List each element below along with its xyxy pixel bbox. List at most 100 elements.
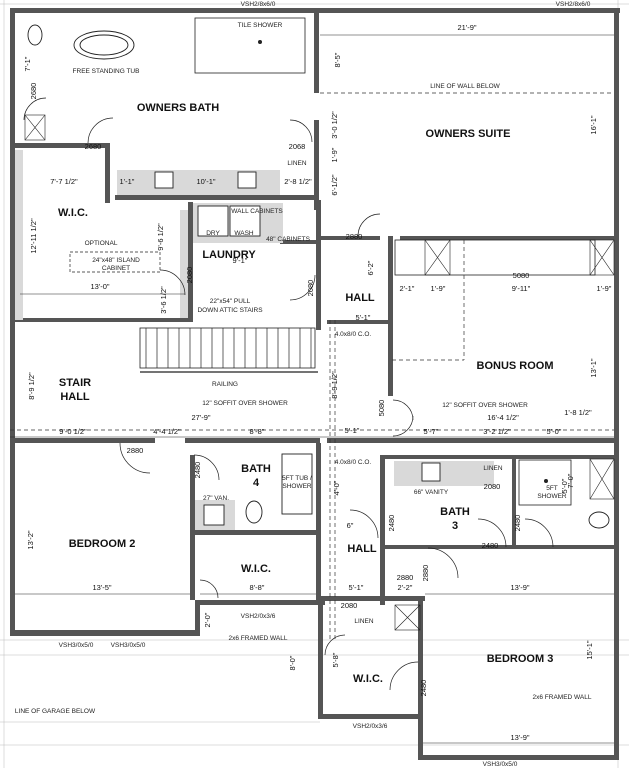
note-linen-top: LINEN — [287, 160, 306, 167]
exterior-walls — [10, 8, 620, 760]
dim-7-7: 7'-7 1/2" — [50, 177, 78, 186]
note-island-line1: 24"x48" ISLAND — [92, 257, 140, 264]
dashed-lines — [10, 92, 614, 640]
dim-2-8: 2'-8 1/2" — [284, 177, 312, 186]
dim-4-0: 4'-0" — [332, 480, 341, 495]
room-bonus-room: BONUS ROOM — [477, 360, 554, 372]
dim-2880-b: 2880 — [127, 446, 144, 455]
dim-3-6: 3'-6 1/2" — [159, 286, 168, 314]
x-boxes — [24, 114, 615, 631]
dim-13-5: 13'-5" — [92, 583, 111, 592]
note-co-top: 4.0x8/0 C.O. — [335, 331, 372, 338]
note-soffit-right: 12" SOFFIT OVER SHOWER — [442, 402, 528, 409]
dim-4-4: 4'-4 1/2" — [153, 427, 181, 436]
interior-walls — [10, 13, 615, 605]
room-wic-mid: W.I.C. — [241, 563, 271, 575]
dim-8-8-a: 8'-8" — [250, 427, 265, 436]
room-owners-bath: OWNERS BATH — [137, 102, 219, 114]
dim-6: 6" — [347, 521, 354, 530]
dim-3-2: 3'-2 1/2" — [483, 427, 511, 436]
note-wash: WASH — [234, 230, 254, 237]
note-pull-down-line1: 22"x54" PULL — [210, 298, 251, 305]
note-pull-down-line2: DOWN ATTIC STAIRS — [197, 307, 263, 314]
room-hall-top: HALL — [345, 292, 375, 304]
room-stair-hall-line2: HALL — [60, 391, 90, 403]
dim-2068: 2068 — [289, 142, 306, 151]
note-linen-hall: LINEN — [354, 618, 373, 625]
room-hall-mid: HALL — [347, 543, 377, 555]
dim-2-0: 2'-0" — [203, 612, 212, 627]
note-5ft-shower-line1: 5FT — [546, 485, 558, 492]
dim-5-7: 5'-7" — [424, 427, 439, 436]
note-tub-shower-line1: 5FT TUB / — [282, 475, 312, 482]
dim-13-1: 13'-1" — [589, 358, 598, 377]
note-optional: OPTIONAL — [85, 240, 118, 247]
room-wic-top: W.I.C. — [58, 207, 88, 219]
room-wic-bottom: W.I.C. — [353, 673, 383, 685]
dim-2480-d: 2480 — [482, 541, 499, 550]
room-labels: OWNERS BATH OWNERS SUITE W.I.C. LAUNDRY … — [58, 102, 553, 685]
dim-27-9: 27'-9" — [191, 413, 210, 422]
dim-2080-a: 2080 — [185, 267, 194, 284]
dimensions: 2680 2680 2068 7'-1" 8'-5" 7'-7 1/2" 10'… — [23, 23, 612, 742]
note-27-van: 27" VAN. — [203, 495, 229, 502]
dim-2680-b: 2680 — [85, 142, 102, 151]
dim-2-2: 2'-2" — [398, 583, 413, 592]
dim-12-11: 12'-11 1/2" — [29, 218, 38, 254]
dim-5-1-c: 5'-1" — [349, 583, 364, 592]
dim-8-8-b: 8'-8" — [250, 583, 265, 592]
dim-2480-b: 2480 — [387, 515, 396, 532]
note-soffit-left: 12" SOFFIT OVER SHOWER — [202, 400, 288, 407]
note-linen-bath3: LINEN — [483, 465, 502, 472]
dim-8-9-a: 8'-9 1/2" — [27, 372, 36, 400]
dimension-lines — [10, 34, 614, 744]
note-framed-wall-left: 2x6 FRAMED WALL — [229, 635, 288, 642]
room-laundry: LAUNDRY — [202, 249, 256, 261]
note-dry: DRY — [206, 230, 220, 237]
dim-16-4: 16'-4 1/2" — [487, 413, 519, 422]
note-line-of-garage: LINE OF GARAGE BELOW — [15, 708, 96, 715]
room-bath3-line2: 3 — [452, 520, 458, 532]
note-5ft-shower-line2: SHOWER — [537, 493, 567, 500]
dim-2880-d: 2880 — [421, 565, 430, 582]
note-island-line2: CABINET — [102, 265, 130, 272]
note-vsh-top-center: VSH2/8x6/0 — [241, 1, 276, 8]
dim-13-0: 13'-0" — [90, 282, 109, 291]
note-tub-shower-line2: SHOWER — [282, 483, 312, 490]
dim-9-1: 9'-1" — [233, 256, 248, 265]
note-wall-cabinets: WALL CABINETS — [231, 208, 283, 215]
room-bedroom-3: BEDROOM 3 — [487, 653, 554, 665]
dim-21-9: 21'-9" — [457, 23, 476, 32]
note-vsh-wic-bottom: VSH2/0x3/6 — [353, 723, 388, 730]
dim-8-0: 8'-0" — [288, 655, 297, 670]
note-free-standing-tub: FREE STANDING TUB — [73, 68, 140, 75]
dim-2080-b: 2080 — [306, 280, 315, 297]
dim-15-1: 15'-1" — [585, 640, 594, 659]
note-48-cabinets: 48" CABINETS — [266, 236, 311, 243]
dim-16-1: 16'-1" — [589, 115, 598, 134]
note-line-of-wall-below: LINE OF WALL BELOW — [430, 83, 500, 90]
room-bath4-line2: 4 — [253, 477, 260, 489]
note-vsh-bed2-a: VSH3/0x5/0 — [59, 642, 94, 649]
plan-notes: TILE SHOWER FREE STANDING TUB LINE OF WA… — [15, 1, 592, 768]
dim-1-8: 1'-8 1/2" — [564, 408, 592, 417]
dim-5-0-b: 5'-0" — [560, 478, 569, 493]
note-co-mid: 4.0x8/0 C.O. — [335, 459, 372, 466]
dim-2880-c: 2880 — [397, 573, 414, 582]
dim-3-0: 3'-0 1/2" — [330, 111, 339, 139]
dim-5080-b: 5080 — [377, 400, 386, 417]
dim-2-1: 2'-1" — [400, 284, 415, 293]
dim-9-6: 9'-6 1/2" — [156, 223, 165, 251]
dim-2480-e: 2480 — [419, 680, 428, 697]
doors — [23, 97, 554, 691]
dim-7-1: 7'-1" — [23, 56, 32, 71]
fixtures — [27, 17, 610, 529]
room-stair-hall-line1: STAIR — [59, 377, 91, 389]
dim-1-9: 1'-9" — [330, 147, 339, 162]
dim-1-9-b: 1'-9" — [431, 284, 446, 293]
dim-2080-c: 2080 — [484, 482, 501, 491]
dim-5080-a: 5080 — [513, 271, 530, 280]
note-vsh-mid-center: VSH2/0x3/6 — [241, 613, 276, 620]
dim-5-1-b: 5'-1" — [345, 426, 360, 435]
